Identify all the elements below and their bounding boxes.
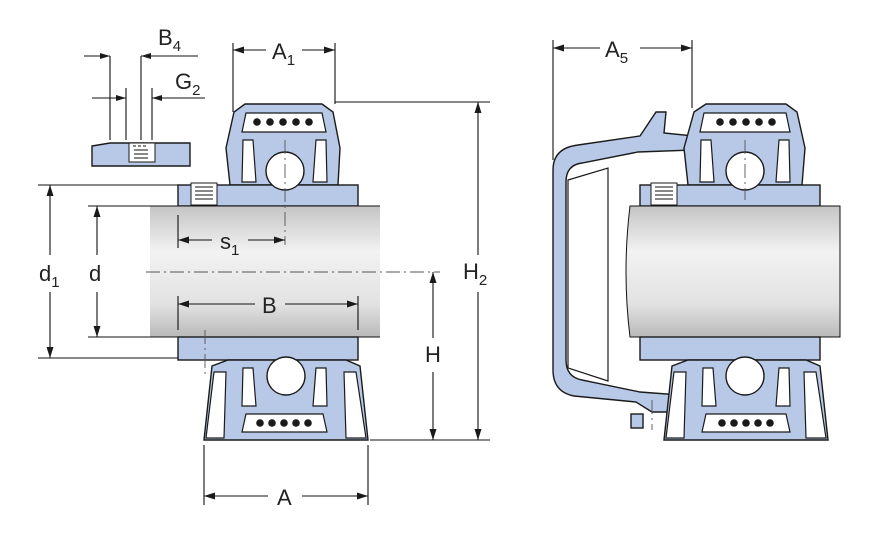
set-screw-detail [84, 53, 205, 167]
label-A5: A5 [605, 37, 628, 67]
label-A: A [277, 485, 292, 510]
dimension-lines [38, 40, 693, 505]
set-screw-icon [190, 182, 218, 206]
label-H2: H2 [463, 259, 487, 289]
label-B: B [262, 293, 277, 318]
label-B4: B4 [158, 25, 181, 55]
label-s1: s1 [220, 229, 239, 259]
label-H: H [425, 342, 441, 367]
left-section-view [150, 103, 380, 441]
right-view-with-end-cover [552, 103, 841, 441]
label-A1: A1 [272, 39, 295, 69]
label-G2: G2 [175, 69, 200, 99]
label-d: d [89, 261, 101, 286]
label-d1: d1 [39, 261, 60, 291]
